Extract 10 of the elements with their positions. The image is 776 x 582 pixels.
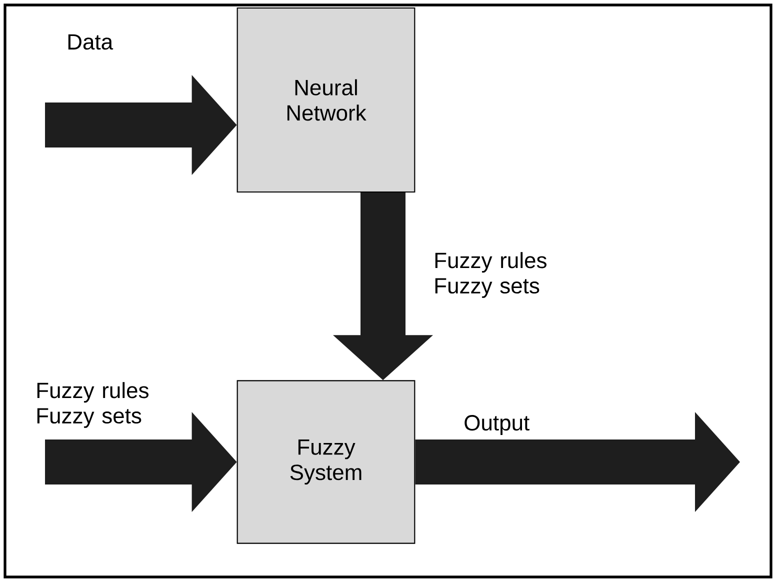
block-arrow: [45, 75, 237, 175]
block-arrow: [415, 412, 740, 512]
block-arrow: [45, 412, 237, 512]
edge-label: Output: [464, 415, 530, 435]
process-box: Neural Network: [236, 7, 416, 193]
edge-label: Data: [68, 34, 114, 50]
edge-label: Fuzzy rules Fuzzy sets: [435, 252, 546, 298]
process-box: Fuzzy System: [236, 380, 416, 544]
edge-label: Fuzzy rules Fuzzy sets: [37, 382, 148, 428]
block-arrow: [333, 192, 433, 380]
